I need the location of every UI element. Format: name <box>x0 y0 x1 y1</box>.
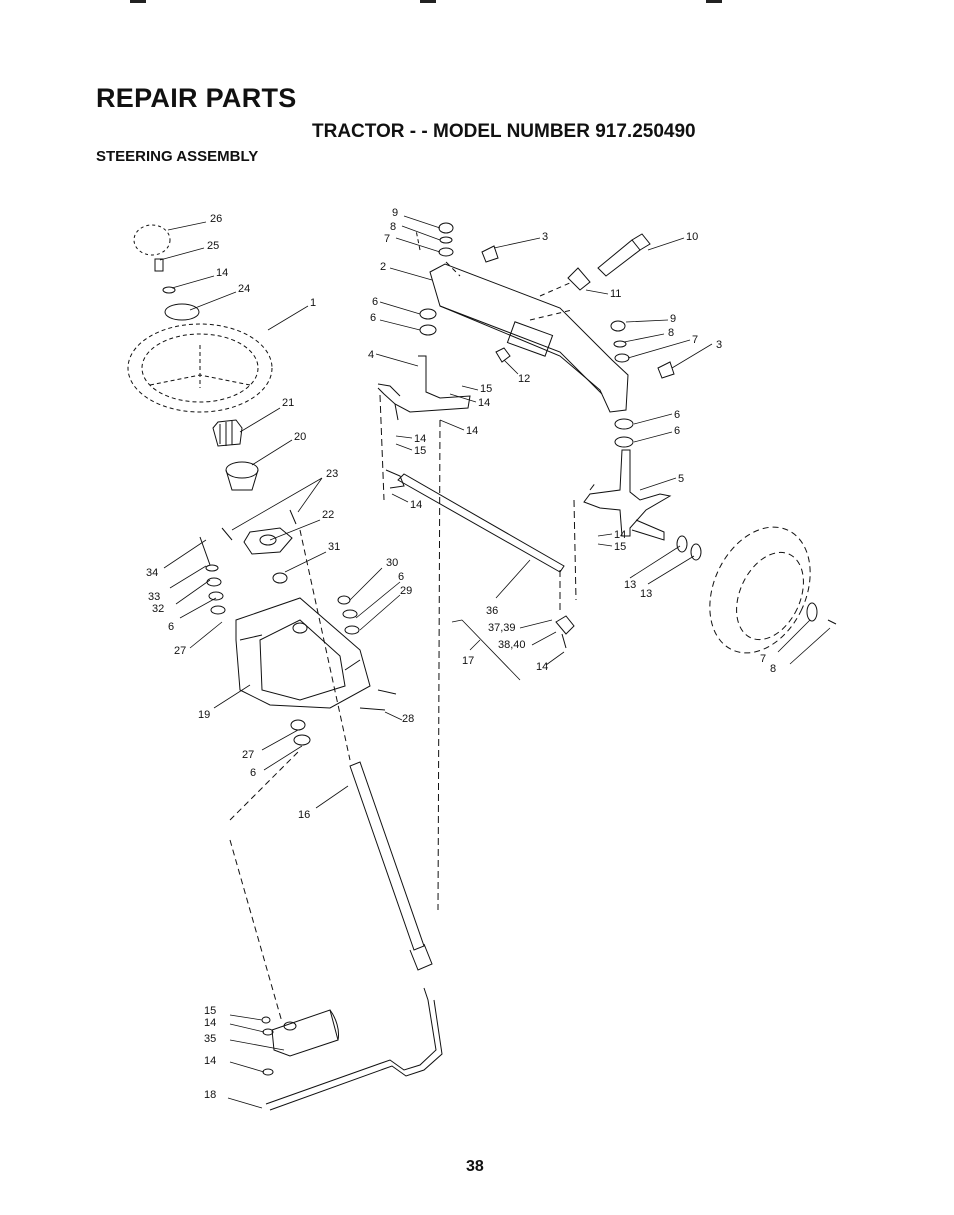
callout-10: 10 <box>686 231 698 243</box>
callout-7: 7 <box>384 233 390 245</box>
callout-13: 13 <box>624 579 636 591</box>
callout-14e: 14 <box>466 425 478 437</box>
callout-14b: 14 <box>204 1017 216 1029</box>
callout-12: 12 <box>518 373 530 385</box>
callout-34: 34 <box>146 567 158 579</box>
part-bearing-plate <box>243 527 293 555</box>
scan-mark-left <box>130 0 146 3</box>
callout-19: 19 <box>198 709 210 721</box>
callout-15: 15 <box>204 1005 216 1017</box>
callout-2: 2 <box>380 261 386 273</box>
callout-15d: 15 <box>614 541 626 553</box>
callout-29: 29 <box>400 585 412 597</box>
callout-6g: 6 <box>674 425 680 437</box>
callout-20: 20 <box>294 431 306 443</box>
callout-14: 14 <box>216 267 228 279</box>
callout-27: 27 <box>174 645 186 657</box>
callout-33: 33 <box>148 591 160 603</box>
callout-6c: 6 <box>250 767 256 779</box>
callout-7b: 7 <box>692 334 698 346</box>
callout-35: 35 <box>204 1033 216 1045</box>
part-tie-rod <box>397 473 565 573</box>
callout-38-40: 38,40 <box>498 639 526 651</box>
part-front-tire <box>709 526 811 654</box>
callout-14h: 14 <box>614 529 626 541</box>
callout-14i: 14 <box>536 661 548 673</box>
part-insert <box>164 303 200 321</box>
assembly-title: STEERING ASSEMBLY <box>96 148 259 165</box>
callout-16: 16 <box>298 809 310 821</box>
part-steering-wheel <box>127 323 273 413</box>
callout-17: 17 <box>462 655 474 667</box>
callout-8b: 8 <box>668 327 674 339</box>
section-title: REPAIR PARTS <box>96 83 297 113</box>
callout-24: 24 <box>238 283 250 295</box>
callout-14f: 14 <box>414 433 426 445</box>
callout-6: 6 <box>168 621 174 633</box>
callout-15c: 15 <box>414 445 426 457</box>
callout-32: 32 <box>152 603 164 615</box>
callout-14g: 14 <box>410 499 422 511</box>
page-number: 38 <box>466 1158 484 1175</box>
callout-3: 3 <box>542 231 548 243</box>
model-title: TRACTOR - - MODEL NUMBER 917.250490 <box>312 121 696 142</box>
callout-21: 21 <box>282 397 294 409</box>
part-axle-bolt <box>597 239 641 277</box>
callout-1: 1 <box>310 297 316 309</box>
part-steering-support <box>235 597 371 709</box>
callout-15b: 15 <box>480 383 492 395</box>
callout-30: 30 <box>386 557 398 569</box>
callout-37-39: 37,39 <box>488 622 516 634</box>
callout-18: 18 <box>204 1089 216 1101</box>
part-adapter <box>212 419 243 447</box>
callout-9b: 9 <box>670 313 676 325</box>
callout-25: 25 <box>207 240 219 252</box>
callout-8c: 8 <box>770 663 776 675</box>
scan-mark-center <box>420 0 436 3</box>
part-axle <box>429 263 629 413</box>
part-drag-link <box>265 987 437 1105</box>
callout-27b: 27 <box>242 749 254 761</box>
callout-11: 11 <box>610 288 621 300</box>
callout-22: 22 <box>322 509 334 521</box>
callout-14c: 14 <box>204 1055 216 1067</box>
part-hub-cap <box>133 224 171 256</box>
callout-31: 31 <box>328 541 340 553</box>
part-bolt <box>154 258 164 272</box>
part-steering-shaft <box>349 761 425 951</box>
callout-3b: 3 <box>716 339 722 351</box>
callout-6e: 6 <box>370 312 376 324</box>
scan-mark-right <box>706 0 722 3</box>
callout-28: 28 <box>402 713 414 725</box>
callout-7c: 7 <box>760 653 766 665</box>
callout-5: 5 <box>678 473 684 485</box>
callout-23: 23 <box>326 468 338 480</box>
part-spindle-right <box>583 449 672 537</box>
callout-6b: 6 <box>398 571 404 583</box>
callout-36: 36 <box>486 605 498 617</box>
part-washer <box>162 286 176 294</box>
callout-6f: 6 <box>674 409 680 421</box>
callout-8: 8 <box>390 221 396 233</box>
part-sector-gear <box>271 1009 339 1057</box>
part-spindle-left <box>377 355 471 413</box>
callout-26: 26 <box>210 213 222 225</box>
callout-6d: 6 <box>372 296 378 308</box>
callout-4: 4 <box>368 349 374 361</box>
callout-9: 9 <box>392 207 398 219</box>
callout-13b: 13 <box>640 588 652 600</box>
callout-14d: 14 <box>478 397 490 409</box>
